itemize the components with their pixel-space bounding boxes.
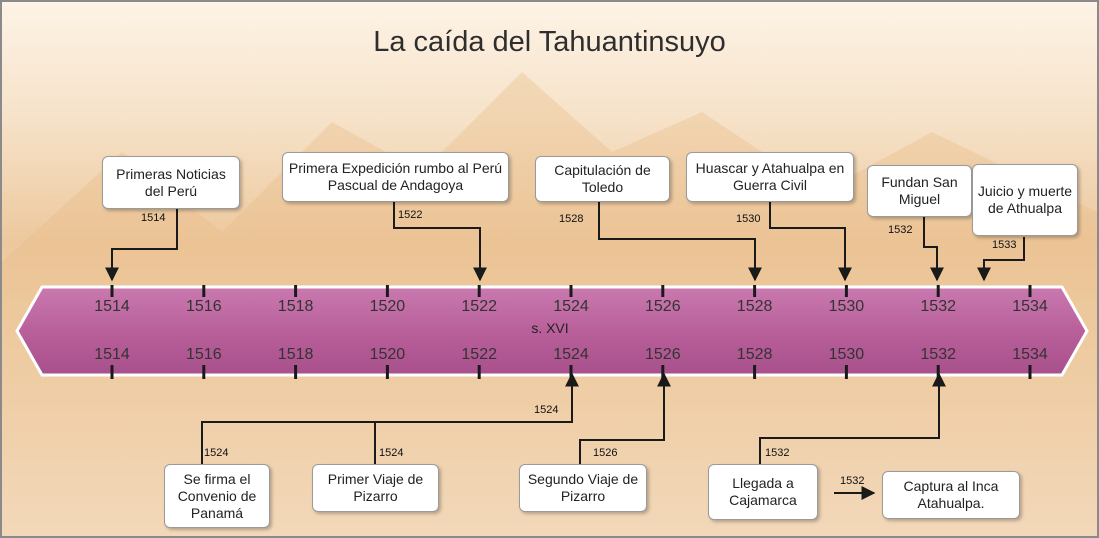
connector-1532-bottom xyxy=(759,372,946,464)
axis-year-label: 1530 xyxy=(828,346,865,363)
axis-year-label: 1514 xyxy=(94,298,130,315)
event-primera-expedicion: Primera Expedición rumbo al Perú Pascual… xyxy=(282,152,509,202)
year-label: 1533 xyxy=(992,239,1017,251)
axis-year-label: 1520 xyxy=(369,346,406,363)
axis-ticks xyxy=(110,285,1032,379)
year-label: 1514 xyxy=(141,212,166,224)
timeline-arrow-band xyxy=(15,285,1089,377)
axis-year-label: 1526 xyxy=(645,298,681,315)
event-convenio-panama: Se firma el Convenio de Panamá xyxy=(164,464,270,528)
axis-year-label: 1514 xyxy=(94,346,130,363)
event-primeras-noticias: Primeras Noticias del Perú xyxy=(102,156,240,209)
year-label: 1528 xyxy=(559,213,584,225)
axis-year-label: 1522 xyxy=(461,298,497,315)
axis-year-label: 1528 xyxy=(736,346,773,363)
connector-1514 xyxy=(105,209,178,282)
axis-year-label: 1534 xyxy=(1012,346,1048,363)
event-primer-viaje: Primer Viaje de Pizarro xyxy=(312,464,439,512)
axis-year-label: 1528 xyxy=(736,298,773,315)
event-juicio-atahualpa: Juicio y muerte de Athualpa xyxy=(972,164,1078,236)
axis-year-label: 1518 xyxy=(277,298,314,315)
connector-lines xyxy=(105,202,1025,500)
axis-year-label: 1516 xyxy=(186,346,222,363)
axis-year-label: 1524 xyxy=(553,346,589,363)
event-captura-atahualpa: Captura al Inca Atahualpa. xyxy=(882,471,1020,519)
event-capitulacion-toledo: Capitulación de Toledo xyxy=(535,156,670,202)
year-label: 1522 xyxy=(398,209,423,221)
year-label: 1524 xyxy=(534,404,559,416)
connector-1522 xyxy=(393,202,487,282)
axis-year-label: 1526 xyxy=(645,346,681,363)
axis-year-label: 1532 xyxy=(920,346,956,363)
year-label: 1532 xyxy=(888,224,913,236)
connector-1533 xyxy=(977,237,1025,282)
axis-year-label: 1524 xyxy=(553,298,589,315)
axis-year-label: 1534 xyxy=(1012,298,1048,315)
connector-1528 xyxy=(598,202,762,282)
connector-1532-top xyxy=(923,217,944,282)
event-segundo-viaje: Segundo Viaje de Pizarro xyxy=(519,464,647,512)
year-label: 1532 xyxy=(840,475,865,487)
axis-year-label: 1518 xyxy=(277,346,314,363)
axis-year-label: 1530 xyxy=(828,298,865,315)
century-label: s. XVI xyxy=(531,320,569,336)
connector-1526 xyxy=(579,372,671,464)
year-label: 1524 xyxy=(204,447,229,459)
axis-year-label: 1522 xyxy=(461,346,497,363)
event-guerra-civil: Huascar y Atahualpa en Guerra Civil xyxy=(686,152,854,202)
year-label: 1524 xyxy=(379,447,404,459)
year-label: 1526 xyxy=(593,447,618,459)
page-title: La caída del Tahuantinsuyo xyxy=(373,26,726,58)
year-label: 1530 xyxy=(736,213,761,225)
axis-year-label: 1532 xyxy=(920,298,956,315)
connector-1524-convenio xyxy=(201,372,579,464)
axis-year-label: 1516 xyxy=(186,298,222,315)
event-llegada-cajamarca: Llegada a Cajamarca xyxy=(708,464,818,520)
connector-1530 xyxy=(769,202,852,282)
event-fundan-san-miguel: Fundan San Miguel xyxy=(867,165,972,217)
axis-year-label: 1520 xyxy=(369,298,406,315)
year-label: 1532 xyxy=(765,447,790,459)
